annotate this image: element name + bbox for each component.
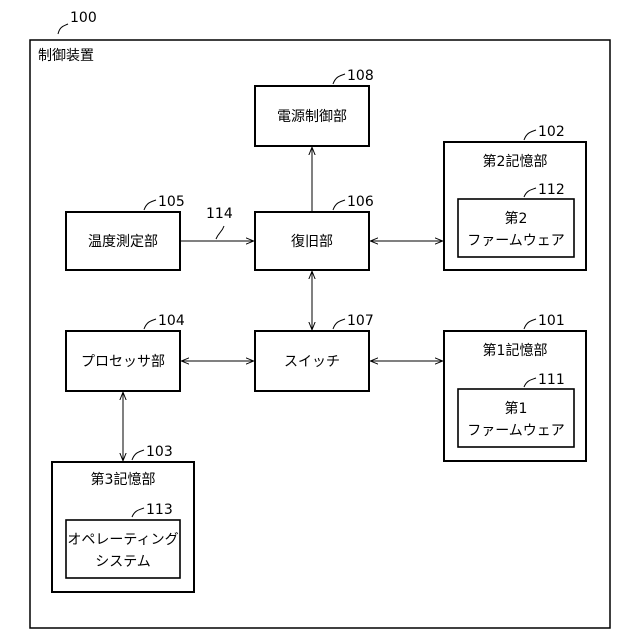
first-firmware-line2: ファームウェア: [467, 423, 565, 439]
recovery-label: 復旧部: [291, 233, 333, 250]
second-storage-ref: 102: [538, 124, 565, 140]
switch-ref: 107: [347, 313, 374, 329]
first-firmware-ref: 111: [538, 372, 565, 388]
figure-number-leader: [58, 24, 68, 34]
temperature-label: 温度測定部: [88, 234, 158, 250]
second-firmware-line1: 第2: [505, 210, 528, 227]
first-storage-ref: 101: [538, 313, 565, 329]
signal-ref: 114: [206, 206, 233, 222]
controller-label: 制御装置: [38, 48, 94, 64]
processor-ref: 104: [158, 313, 185, 329]
third-storage-label: 第3記憶部: [91, 471, 156, 488]
power-control-ref: 108: [347, 68, 374, 84]
power-control-label: 電源制御部: [277, 109, 347, 125]
os-line1: オペレーティング: [67, 532, 178, 548]
first-storage-label: 第1記憶部: [483, 342, 548, 359]
figure-number: 100: [70, 10, 97, 26]
third-storage-ref: 103: [146, 444, 173, 460]
recovery-ref: 106: [347, 194, 374, 210]
second-firmware-line2: ファームウェア: [467, 233, 565, 249]
first-firmware-line1: 第1: [505, 400, 528, 417]
second-firmware-ref: 112: [538, 182, 565, 198]
temperature-ref: 105: [158, 194, 185, 210]
os-ref: 113: [146, 502, 173, 518]
os-line2: システム: [95, 554, 151, 570]
second-storage-label: 第2記憶部: [483, 153, 548, 170]
switch-label: スイッチ: [284, 354, 340, 370]
processor-label: プロセッサ部: [81, 354, 165, 370]
